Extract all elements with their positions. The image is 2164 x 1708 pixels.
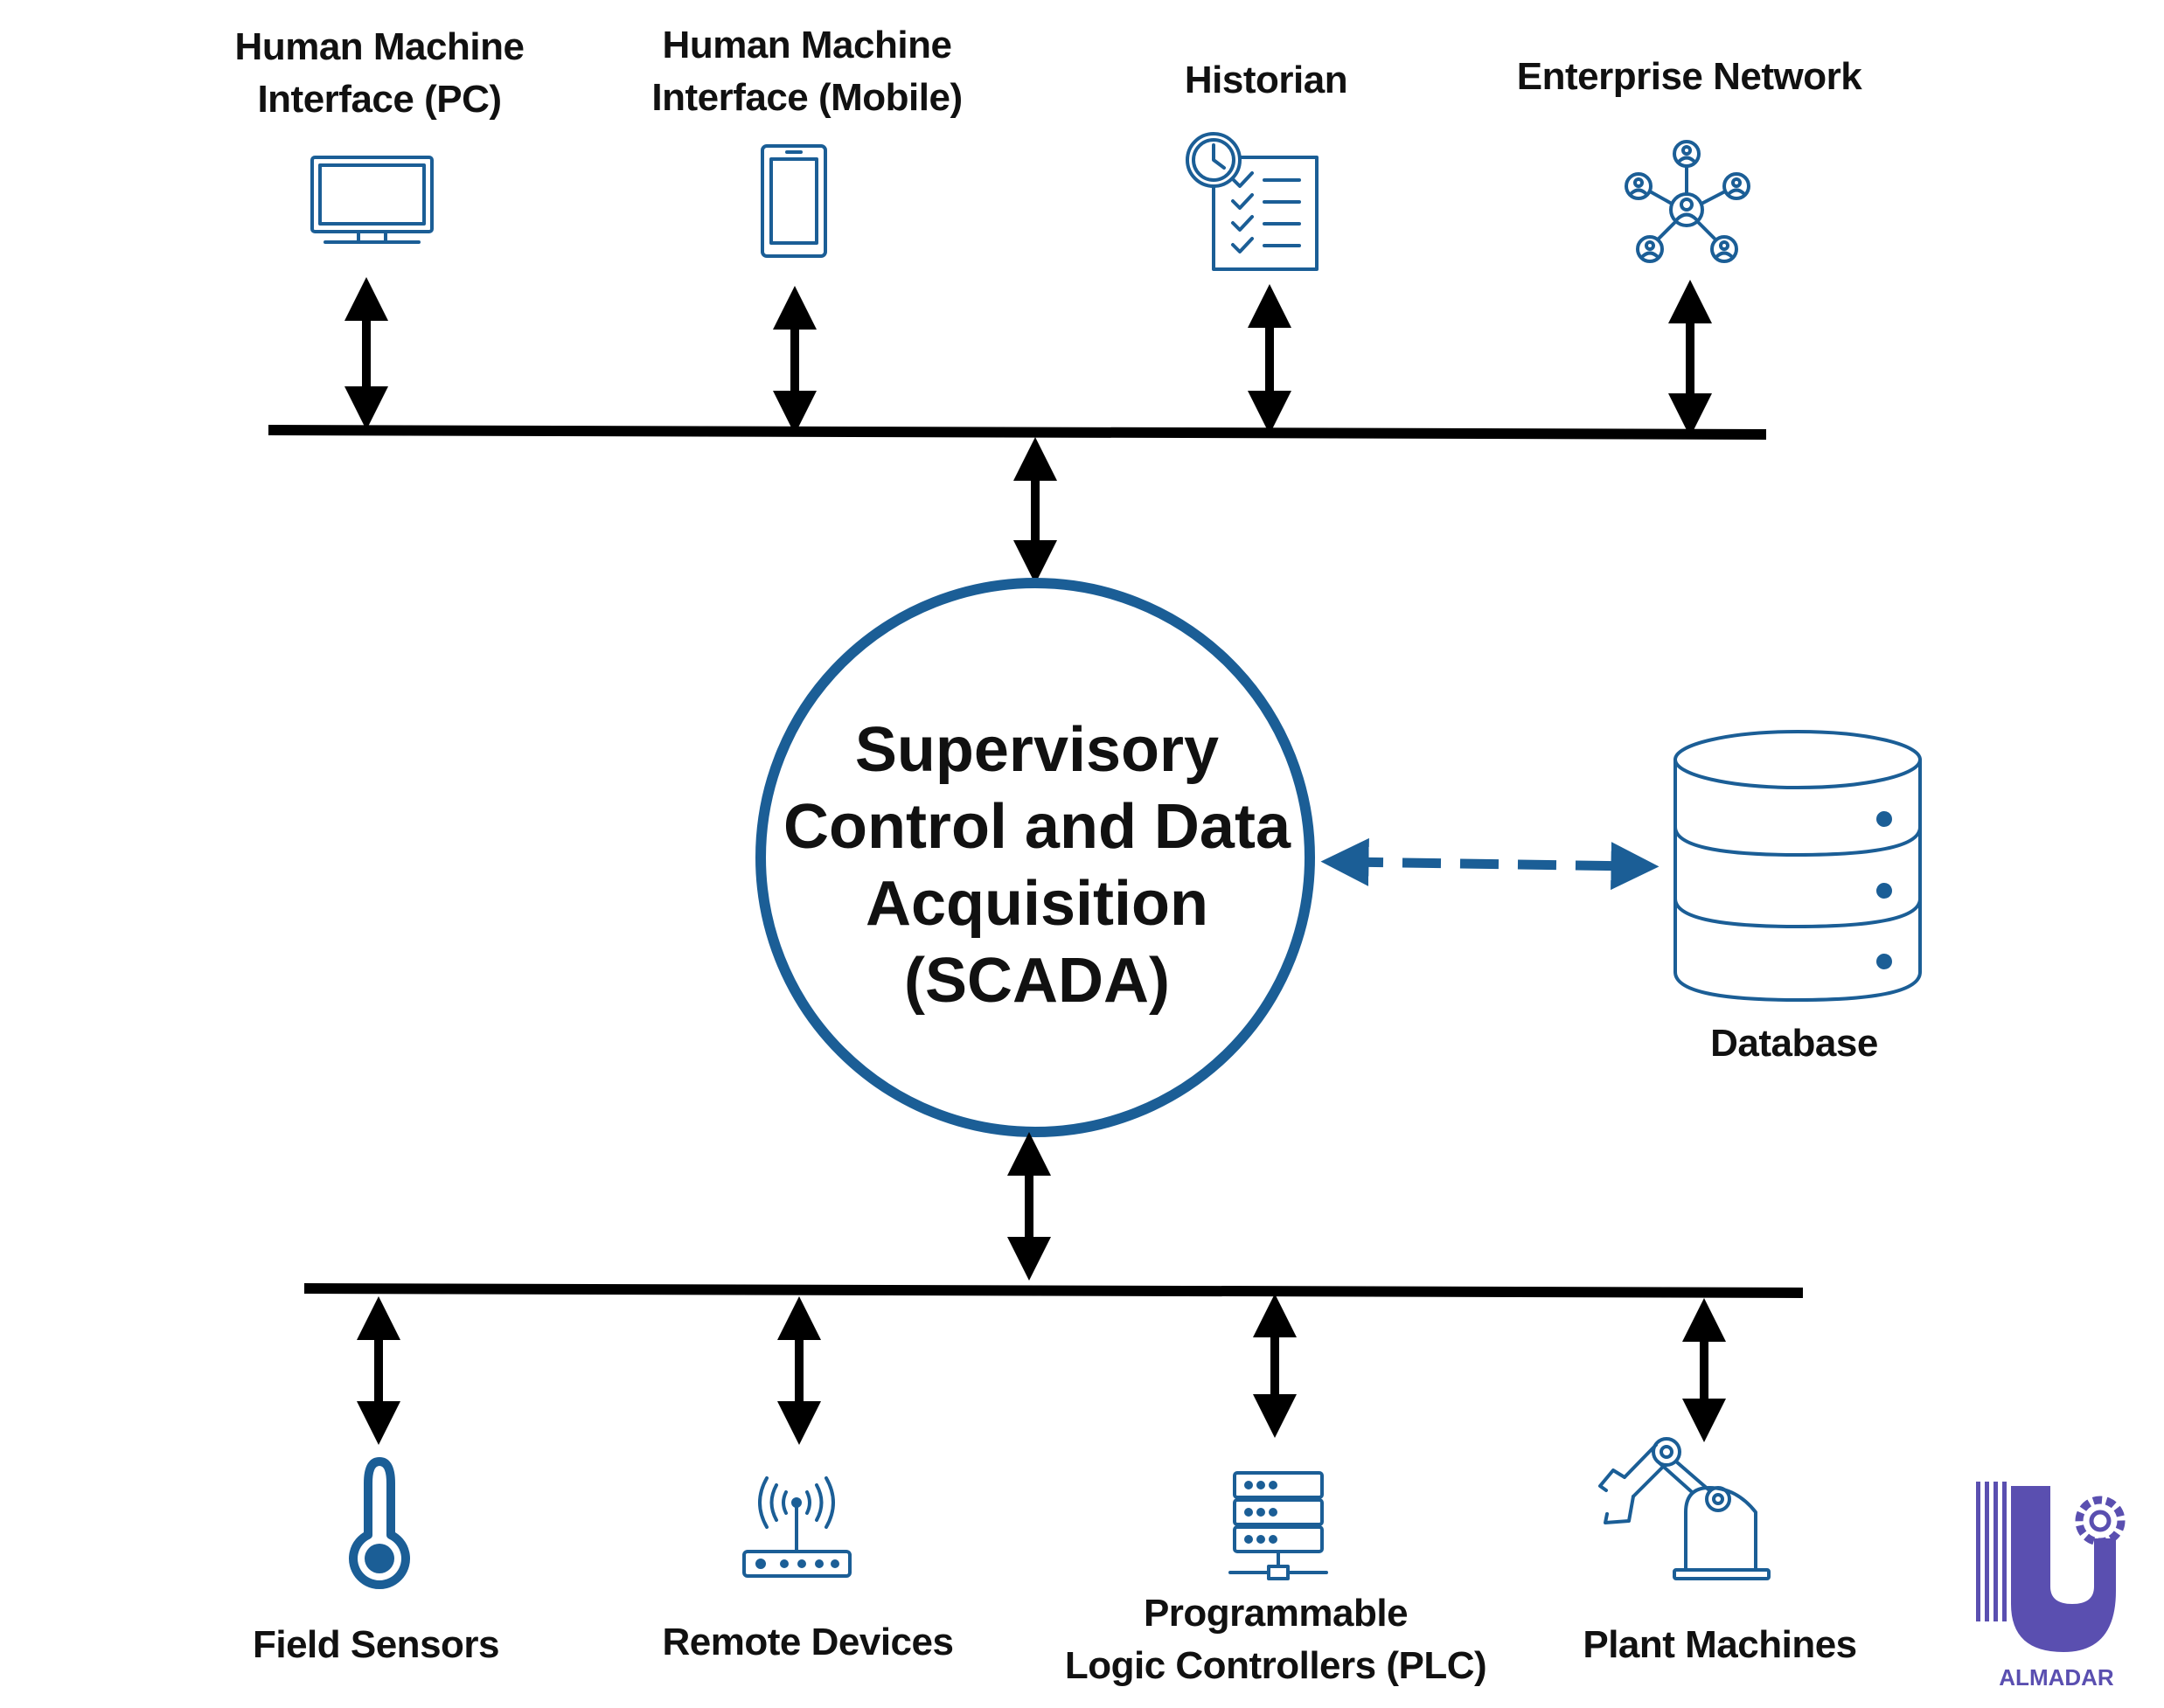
node-hmi-mobile-label-1: Human Machine bbox=[663, 24, 952, 66]
server-rack-icon bbox=[1228, 1471, 1328, 1580]
node-plant-machines-label: Plant Machines bbox=[1583, 1623, 1856, 1666]
scada-label-line-2: Control and Data bbox=[783, 792, 1291, 862]
node-field-sensors-label: Field Sensors bbox=[253, 1623, 499, 1666]
node-hmi-mobile: Human Machine Interface (Mobile) bbox=[651, 24, 963, 258]
almadar-logo-text: ALMADAR bbox=[1999, 1664, 2114, 1691]
wireless-router-icon bbox=[742, 1476, 852, 1578]
bottom-bus-line bbox=[303, 1283, 1804, 1298]
robot-arm-icon bbox=[1598, 1437, 1771, 1580]
node-plc-label-1: Programmable bbox=[1144, 1592, 1408, 1635]
monitor-icon bbox=[310, 156, 434, 244]
node-remote-devices: Remote Devices bbox=[663, 1476, 954, 1663]
network-people-icon bbox=[1625, 140, 1750, 263]
node-database: Database bbox=[1673, 730, 1922, 1065]
node-database-label: Database bbox=[1710, 1022, 1878, 1065]
node-hmi-mobile-label-2: Interface (Mobile) bbox=[651, 76, 962, 119]
node-plc-label-2: Logic Controllers (PLC) bbox=[1065, 1644, 1486, 1687]
node-field-sensors: Field Sensors bbox=[253, 1457, 500, 1666]
node-hmi-pc: Human Machine Interface (PC) bbox=[235, 25, 525, 244]
node-enterprise-network-label: Enterprise Network bbox=[1517, 55, 1862, 98]
node-enterprise-network: Enterprise Network bbox=[1517, 55, 1863, 263]
node-remote-devices-label: Remote Devices bbox=[663, 1621, 954, 1663]
scada-label-line-3: Acquisition bbox=[866, 869, 1208, 939]
database-dashed-arrow bbox=[1320, 837, 1660, 891]
scada-node: Supervisory Control and Data Acquisition… bbox=[755, 578, 1315, 1137]
almadar-logo-icon bbox=[1976, 1482, 2126, 1652]
node-plant-machines: Plant Machines bbox=[1583, 1437, 1857, 1666]
almadar-logo: ALMADAR bbox=[1976, 1482, 2126, 1691]
scada-label-line-4: (SCADA) bbox=[904, 946, 1170, 1016]
node-historian: Historian bbox=[1185, 59, 1348, 271]
node-historian-label: Historian bbox=[1185, 59, 1347, 101]
mobile-phone-icon bbox=[761, 144, 827, 258]
clock-checklist-icon bbox=[1186, 132, 1319, 271]
node-hmi-pc-label-2: Interface (PC) bbox=[257, 78, 501, 121]
scada-label-line-1: Supervisory bbox=[855, 715, 1219, 785]
top-bus-line bbox=[268, 425, 1767, 440]
database-icon bbox=[1673, 730, 1922, 1002]
node-plc: Programmable Logic Controllers (PLC) bbox=[1065, 1471, 1487, 1687]
node-hmi-pc-label-1: Human Machine bbox=[235, 25, 525, 68]
thermometer-icon bbox=[349, 1457, 410, 1590]
